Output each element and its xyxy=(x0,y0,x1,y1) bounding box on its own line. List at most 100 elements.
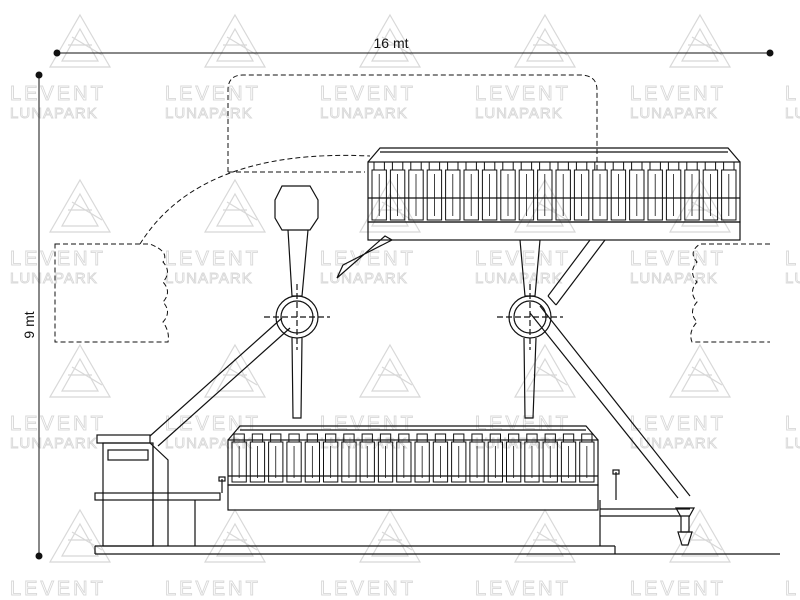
seat-headrest xyxy=(306,433,319,443)
height-dimension-label: 9 mt xyxy=(21,311,37,338)
seat-headrest xyxy=(723,161,735,171)
width-dimension-label: 16 mt xyxy=(373,35,408,51)
seat-headrest xyxy=(465,161,477,171)
watermark-line2: LUNAPARK xyxy=(320,105,408,122)
seat-headrest xyxy=(704,161,717,171)
width-dimension: 16 mt xyxy=(53,35,774,57)
watermark-line2: LUNAPARK xyxy=(10,270,98,287)
watermark-line2: LUNAPARK xyxy=(630,270,718,287)
seat-headrest xyxy=(562,433,575,443)
upper-seat-platform xyxy=(336,147,741,279)
watermark-line2: LUNAPARK xyxy=(785,270,800,287)
seat-headrest xyxy=(428,161,441,171)
diagonal-struts xyxy=(149,239,691,499)
watermark-line1: LEVENT xyxy=(10,248,106,270)
levent-logo-icon xyxy=(669,344,731,398)
swing-envelope xyxy=(54,74,770,343)
levent-logo-icon xyxy=(514,14,576,68)
watermark-line1: LEVENT xyxy=(320,578,416,600)
watermark-line1: LEVENT xyxy=(630,248,726,270)
levent-logo-icon xyxy=(49,14,111,68)
seat-headrest xyxy=(581,433,593,443)
watermark-line1: LEVENT xyxy=(475,413,571,435)
watermark-line1: LEVENT xyxy=(10,83,106,105)
seat-headrest xyxy=(686,161,698,171)
right-swing-arm xyxy=(497,239,563,419)
watermark-line2: LUNAPARK xyxy=(165,270,253,287)
watermark-line1: LEVENT xyxy=(630,83,726,105)
watermark-line1: LEVENT xyxy=(165,248,261,270)
support-leg xyxy=(674,507,696,546)
seat-headrest xyxy=(594,161,606,171)
watermark-line1: LEVENT xyxy=(785,248,800,270)
watermark-line1: LEVENT xyxy=(165,578,261,600)
seat-headrest xyxy=(434,433,447,443)
seat-headrest xyxy=(447,161,459,171)
watermark-line1: LEVENT xyxy=(165,83,261,105)
seat-headrest xyxy=(612,161,625,171)
seat-headrest xyxy=(343,433,355,443)
seat-headrest xyxy=(526,433,538,443)
seat-headrest xyxy=(398,433,410,443)
levent-logo-icon xyxy=(204,179,266,233)
height-dimension: 9 mt xyxy=(21,71,43,560)
seat-headrest xyxy=(251,433,264,443)
watermark-line1: LEVENT xyxy=(630,413,726,435)
watermark-line1: LEVENT xyxy=(320,83,416,105)
watermark-line2: LUNAPARK xyxy=(320,270,408,287)
seat-headrest xyxy=(520,161,533,171)
watermark-layer: LEVENTLUNAPARKLEVENTLUNAPARKLEVENTLUNAPA… xyxy=(10,14,800,600)
watermark-line2: LUNAPARK xyxy=(165,435,253,452)
seat-headrest xyxy=(489,433,502,443)
left-swing-arm xyxy=(264,185,330,419)
watermark-line2: LUNAPARK xyxy=(10,435,98,452)
seat-headrest xyxy=(410,161,422,171)
levent-logo-icon xyxy=(49,344,111,398)
watermark-line1: LEVENT xyxy=(475,83,571,105)
lower-seat-platform xyxy=(218,425,620,511)
levent-logo-icon xyxy=(359,344,421,398)
watermark-line2: LUNAPARK xyxy=(475,435,563,452)
watermark-line1: LEVENT xyxy=(475,578,571,600)
levent-logo-icon xyxy=(204,14,266,68)
seat-headrest xyxy=(649,161,661,171)
watermark-line2: LUNAPARK xyxy=(785,105,800,122)
watermark-line1: LEVENT xyxy=(10,413,106,435)
seat-headrest xyxy=(508,433,520,443)
seat-headrest xyxy=(557,161,569,171)
watermark-line1: LEVENT xyxy=(630,578,726,600)
watermark-line2: LUNAPARK xyxy=(165,105,253,122)
watermark-line2: LUNAPARK xyxy=(630,105,718,122)
seat-headrest xyxy=(539,161,551,171)
seat-headrest xyxy=(288,433,300,443)
watermark-line2: LUNAPARK xyxy=(475,270,563,287)
seat-headrest xyxy=(544,433,556,443)
levent-logo-icon xyxy=(669,179,731,233)
seat-headrest xyxy=(453,433,465,443)
seat-headrest xyxy=(391,161,404,171)
seat-headrest xyxy=(416,433,428,443)
seat-headrest xyxy=(379,433,392,443)
seat-headrest xyxy=(471,433,483,443)
levent-logo-icon xyxy=(669,14,731,68)
seat-headrest xyxy=(373,161,385,171)
seat-headrest xyxy=(361,433,373,443)
